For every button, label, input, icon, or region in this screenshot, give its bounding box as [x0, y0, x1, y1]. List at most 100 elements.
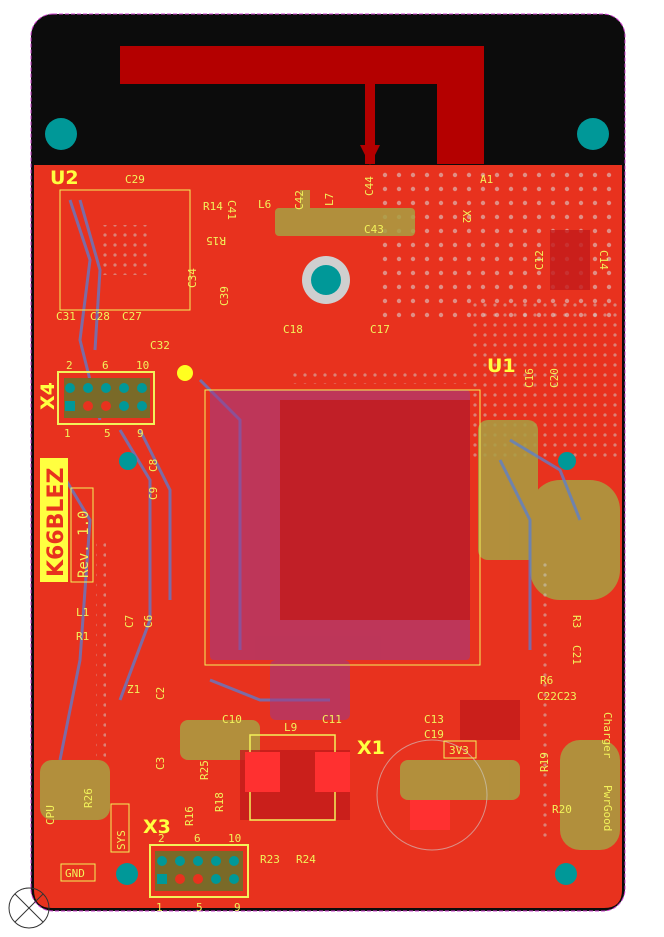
pin1-marker [177, 365, 193, 381]
label-r16: R16 [183, 806, 196, 826]
label-c27: C27 [122, 310, 142, 323]
label-u2: U2 [50, 167, 79, 189]
label-c32: C32 [150, 339, 170, 352]
label-r18: R18 [213, 792, 226, 812]
label-c44: C44 [363, 176, 376, 196]
v3v3-box [443, 740, 477, 759]
x3-pin-10: 10 [228, 832, 241, 845]
label-c2: C2 [154, 687, 167, 700]
x4-pin-1: 1 [64, 427, 71, 440]
label-x1: X1 [357, 737, 385, 759]
left-pin-row [96, 540, 106, 760]
antenna-trace [120, 46, 484, 165]
label-3v3: 3V3 [449, 744, 469, 757]
label-c8: C8 [147, 459, 160, 472]
label-c39: C39 [218, 286, 231, 306]
x4-pin-9: 9 [137, 427, 144, 440]
label-c41: C41 [225, 200, 238, 220]
label-c21: C21 [570, 645, 583, 665]
label-c34: C34 [186, 268, 199, 288]
label-x4: X4 [37, 382, 59, 410]
label-r6: R6 [540, 674, 553, 687]
x3-pin-5: 5 [196, 901, 203, 914]
x1-pad [410, 800, 450, 830]
label-r15: R15 [206, 234, 226, 247]
label-r23: R23 [260, 853, 280, 866]
u1-outline [204, 389, 481, 666]
label-c31: C31 [56, 310, 76, 323]
label-c18: C18 [283, 323, 303, 336]
mount-hole-mid-left [119, 452, 137, 470]
olive-pours [40, 190, 620, 850]
right-pin-row [540, 560, 550, 840]
label-c12: C12 [533, 250, 546, 270]
label-l6: L6 [258, 198, 271, 211]
label-c7: C7 [123, 615, 136, 628]
l9-pad-right [315, 752, 350, 792]
label-r20: R20 [552, 803, 572, 816]
board-name: K66BLEZ [44, 468, 69, 577]
sys-box [110, 803, 130, 853]
label-r19: R19 [538, 752, 551, 772]
board-revision: Rev. 1.0 [76, 511, 92, 578]
x4-pin-2: 2 [66, 359, 73, 372]
l9-pad-left [245, 752, 280, 792]
label-l7: L7 [323, 193, 336, 206]
label-c10: C10 [222, 713, 242, 726]
label-r26: R26 [82, 788, 95, 808]
label-c43: C43 [364, 223, 384, 236]
center-mount-hole-inner [311, 265, 341, 295]
mount-hole-mid-right [558, 452, 576, 470]
x3-header [149, 844, 249, 898]
u2-outline [59, 189, 191, 311]
x4-pin-10: 10 [136, 359, 149, 372]
x3-pin-9: 9 [234, 901, 241, 914]
label-u1: U1 [487, 355, 516, 377]
label-sys: SYS [115, 830, 128, 850]
label-a1: A1 [480, 173, 493, 186]
label-c6: C6 [142, 615, 155, 628]
mount-hole-top-left [45, 118, 77, 150]
label-c16: C16 [523, 368, 536, 388]
x1-outline [376, 739, 488, 851]
label-c11: C11 [322, 713, 342, 726]
mount-hole-bottom-right [555, 863, 577, 885]
label-gnd: GND [65, 867, 85, 880]
label-c14: C14 [597, 250, 610, 270]
label-c28: C28 [90, 310, 110, 323]
label-l1: L1 [76, 606, 89, 619]
mount-hole-bottom-left [116, 863, 138, 885]
board-name-block: K66BLEZ Rev. 1.0 [40, 458, 94, 583]
u2-pads [100, 225, 150, 275]
label-c19: C19 [424, 728, 444, 741]
label-c9: C9 [147, 487, 160, 500]
label-r24: R24 [296, 853, 316, 866]
label-cpu: CPU [44, 805, 57, 825]
label-c42: C42 [293, 190, 306, 210]
label-z1: Z1 [127, 683, 140, 696]
u1-pins-top [290, 370, 470, 384]
x4-pin-6: 6 [102, 359, 109, 372]
x4-pin-5: 5 [104, 427, 111, 440]
label-x2: X2 [460, 210, 473, 223]
fiducial-mark [8, 887, 50, 929]
gnd-box [60, 863, 96, 882]
label-c20: C20 [548, 368, 561, 388]
label-c3: C3 [154, 757, 167, 770]
x3-pin-2: 2 [158, 832, 165, 845]
label-r25: R25 [198, 760, 211, 780]
label-c17: C17 [370, 323, 390, 336]
label-r3: R3 [570, 615, 583, 628]
x4-header [57, 371, 155, 425]
label-charger: Charger [601, 712, 614, 759]
label-l9: L9 [284, 721, 297, 734]
x3-pin-1: 1 [156, 901, 163, 914]
x3-pin-6: 6 [194, 832, 201, 845]
label-r1: R1 [76, 630, 89, 643]
label-r14: R14 [203, 200, 223, 213]
label-c13: C13 [424, 713, 444, 726]
mount-hole-top-right [577, 118, 609, 150]
label-c22c23: C22C23 [537, 690, 577, 703]
label-power-good: PwrGood [601, 785, 614, 831]
